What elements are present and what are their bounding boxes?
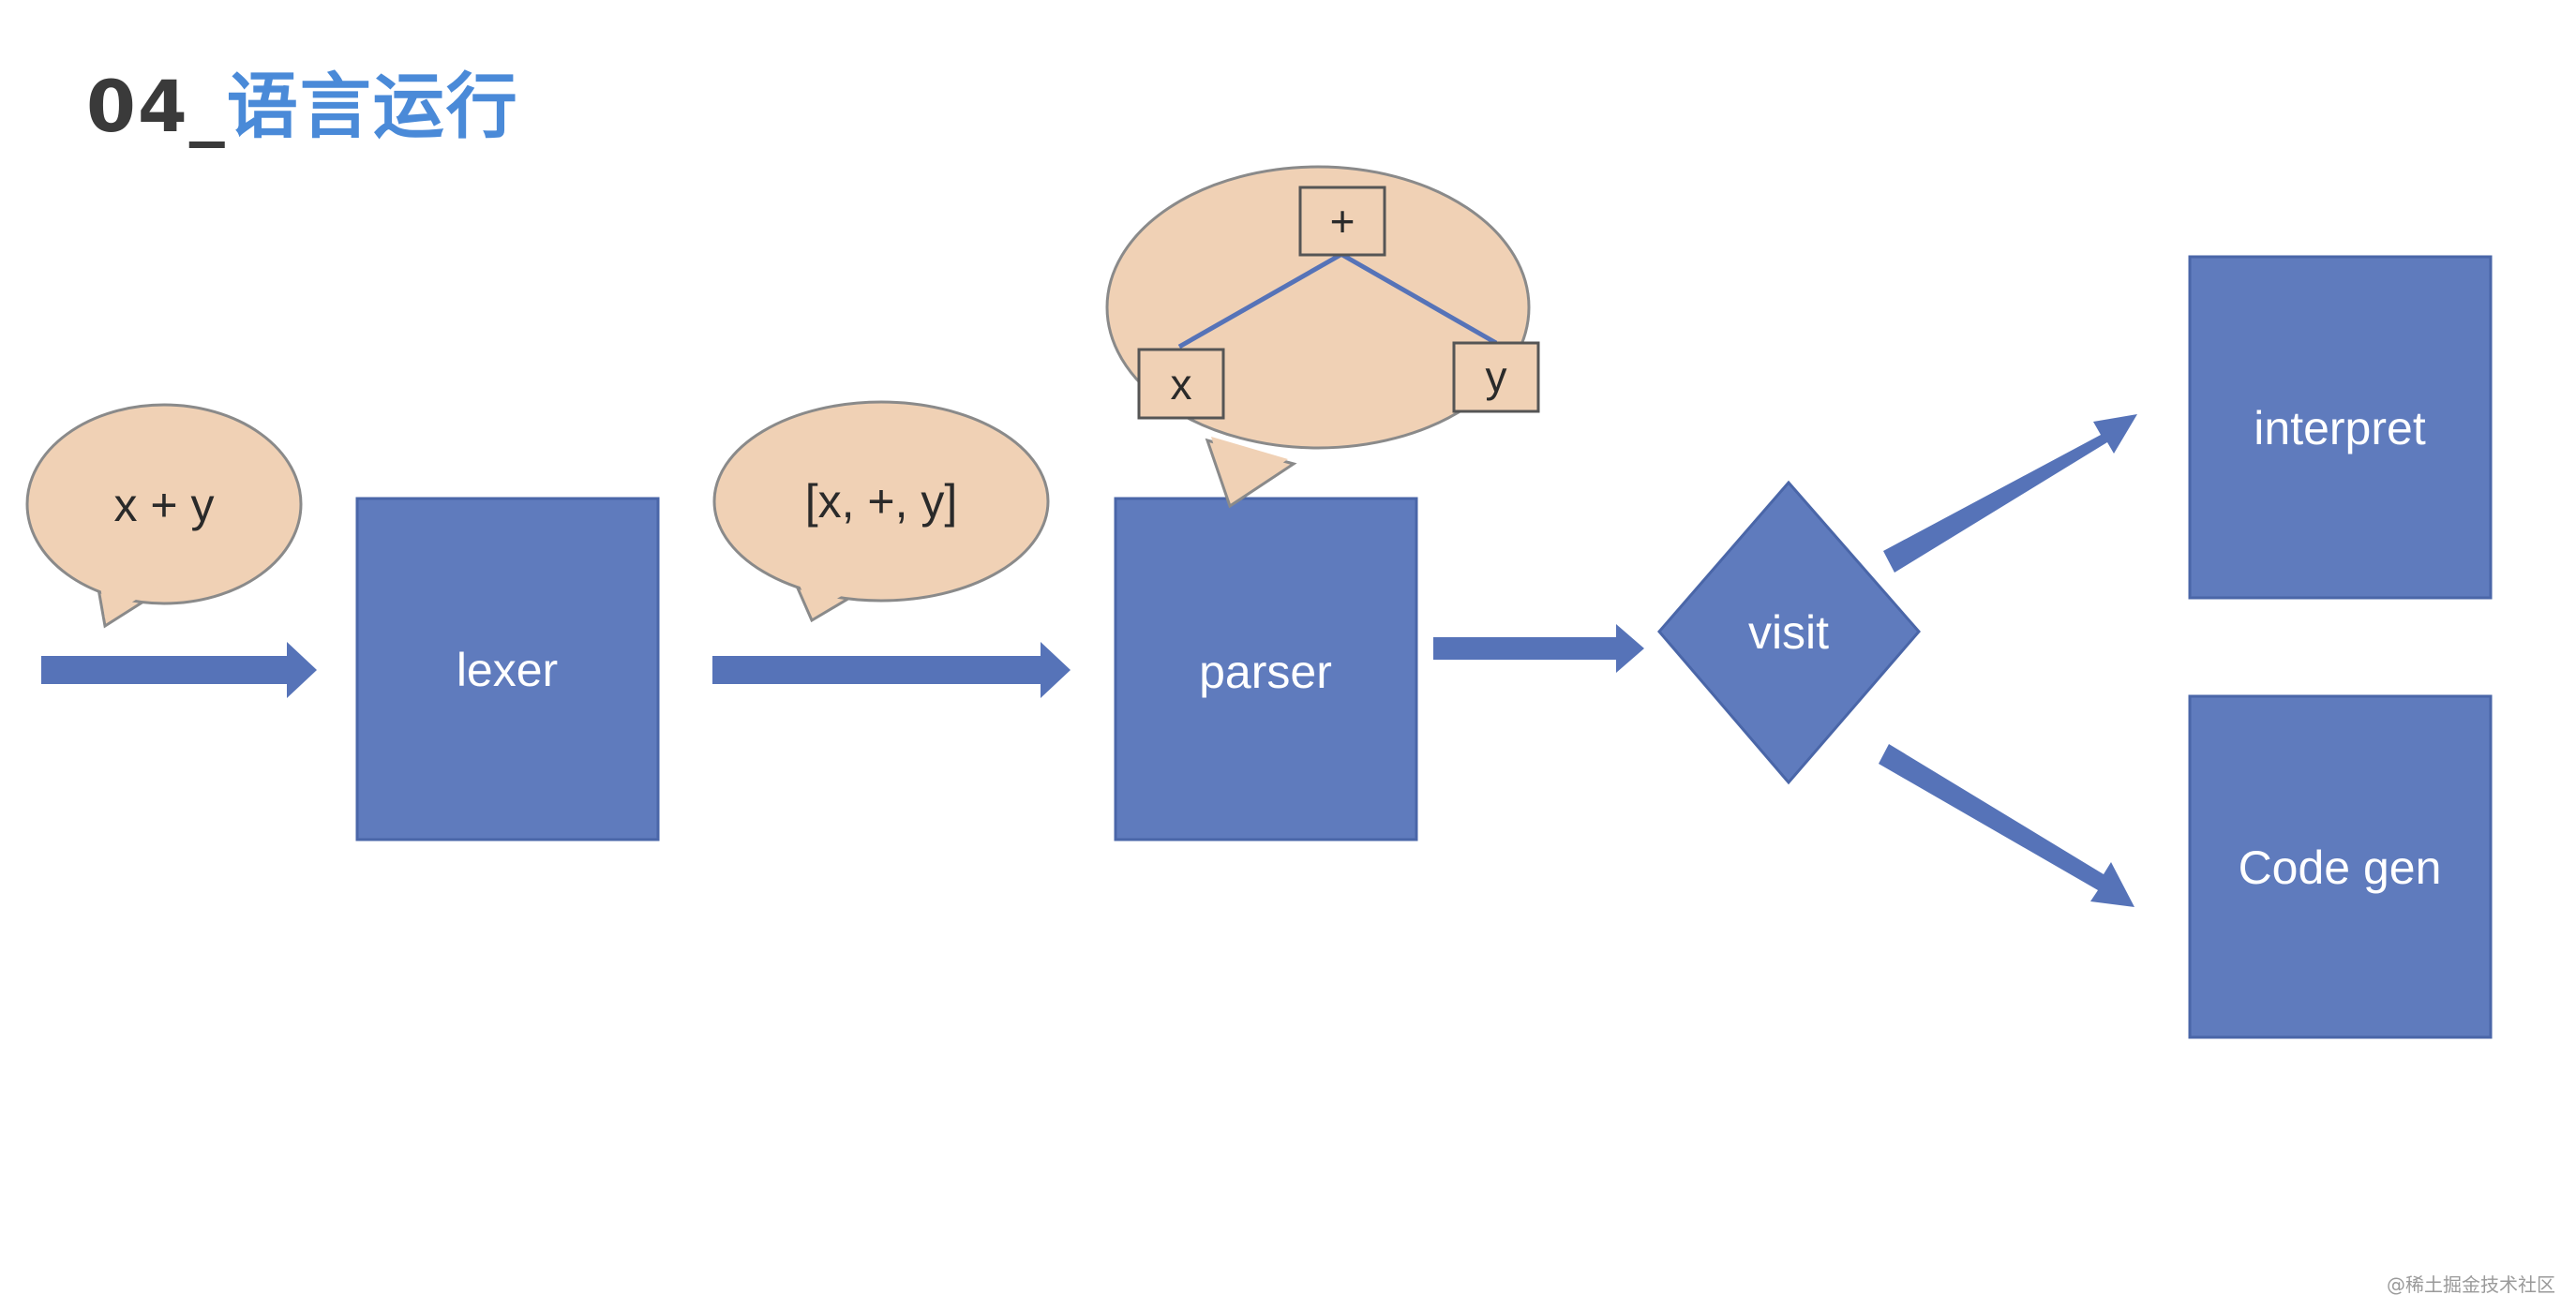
tokens-bubble: [x, +, y] [712, 400, 1050, 623]
arrow-to-visit [1433, 624, 1644, 673]
arrow-to-interpret [1883, 414, 2137, 573]
slide-title: 04_语言运行 [86, 49, 519, 152]
visit-diamond: visit [1657, 480, 1921, 785]
ast-left-text: x [1171, 360, 1192, 409]
tokens-text: [x, +, y] [805, 475, 958, 528]
codegen-label: Code gen [2239, 841, 2442, 894]
lexer-label: lexer [457, 644, 558, 696]
title-main: 语言运行 [226, 65, 519, 148]
ast-right-text: y [1486, 352, 1507, 401]
ast-bubble: + x y [1105, 165, 1540, 509]
source-code-text: x + y [114, 479, 215, 531]
source-bubble: x + y [25, 403, 303, 629]
tokens-bubble-body [712, 400, 1050, 603]
codegen-box: Code gen [2188, 694, 2493, 1039]
ast-node-x [1137, 348, 1225, 420]
ast-node-plus [1298, 186, 1386, 257]
source-bubble-body [25, 403, 303, 605]
ast-edge-right [1340, 252, 1498, 346]
parser-box: parser [1114, 497, 1418, 841]
arrow-to-lexer [41, 642, 317, 698]
arrow-to-codegen [1879, 744, 2134, 907]
ast-root-text: + [1330, 197, 1355, 246]
interpret-box: interpret [2188, 255, 2493, 600]
interpret-label: interpret [2254, 402, 2426, 454]
arrow-to-parser [712, 642, 1071, 698]
parser-label: parser [1199, 646, 1332, 698]
ast-edge-left [1177, 252, 1342, 350]
lexer-box: lexer [355, 497, 660, 841]
watermark: @稀土掘金技术社区 [2387, 1273, 2555, 1296]
ast-node-y [1452, 341, 1540, 413]
visit-label: visit [1748, 606, 1829, 659]
title-prefix: 04_ [86, 65, 227, 148]
